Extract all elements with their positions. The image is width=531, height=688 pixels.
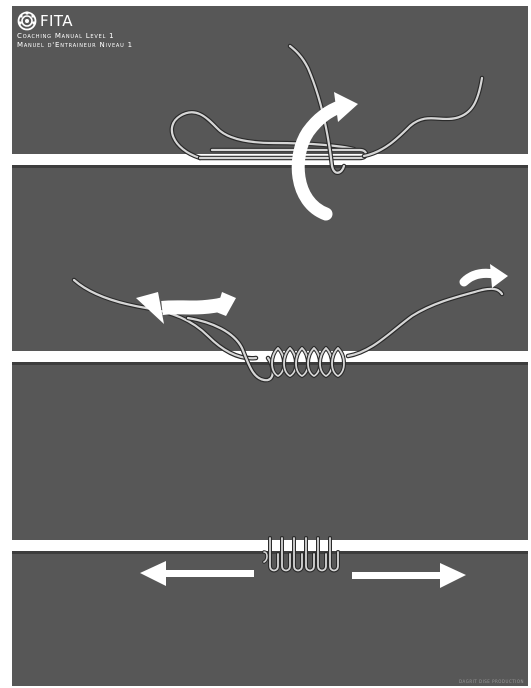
step-3: [12, 538, 528, 588]
step-2: [12, 264, 528, 380]
brand-row: FITA: [17, 10, 133, 32]
fita-target-logo-icon: [17, 11, 37, 31]
diagram-panel: FITA Coaching Manual Level 1 Manuel d'En…: [12, 6, 528, 686]
knot-diagram: [12, 6, 528, 686]
production-credit: DAGRIT DISE PRODUCTION: [459, 679, 524, 684]
thread-tail-right-1: [364, 78, 482, 156]
pull-right-arrow-icon: [352, 563, 466, 588]
thread-tail-left-2: [74, 280, 256, 358]
step-1: [12, 46, 528, 214]
manual-title-fr: Manuel d'Entraineur Niveau 1: [17, 41, 133, 50]
pull-left-arrow-icon: [140, 561, 254, 586]
manual-title-en: Coaching Manual Level 1: [17, 32, 133, 41]
serving-shadow-1: [12, 165, 528, 168]
pull-arrow-icon: [464, 264, 508, 288]
header: FITA Coaching Manual Level 1 Manuel d'En…: [17, 10, 133, 50]
brand-name: FITA: [40, 12, 73, 30]
